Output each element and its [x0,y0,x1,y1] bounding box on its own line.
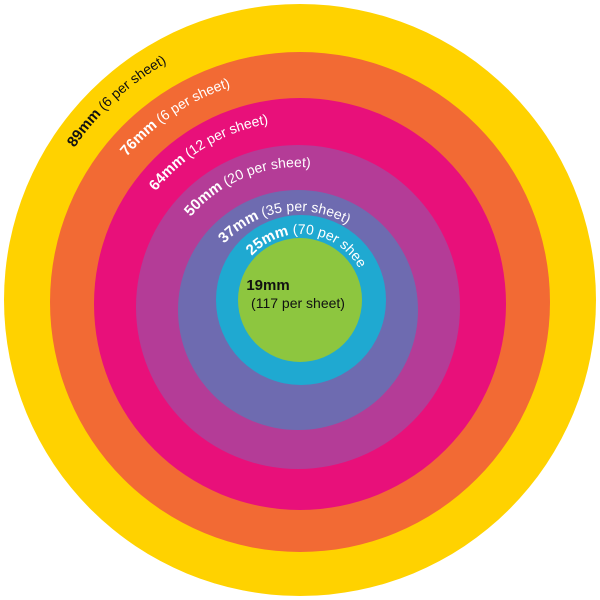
center-size-label: 19mm [246,277,289,294]
center-count-label: (117 per sheet) [251,295,345,311]
center-circle [238,238,362,362]
